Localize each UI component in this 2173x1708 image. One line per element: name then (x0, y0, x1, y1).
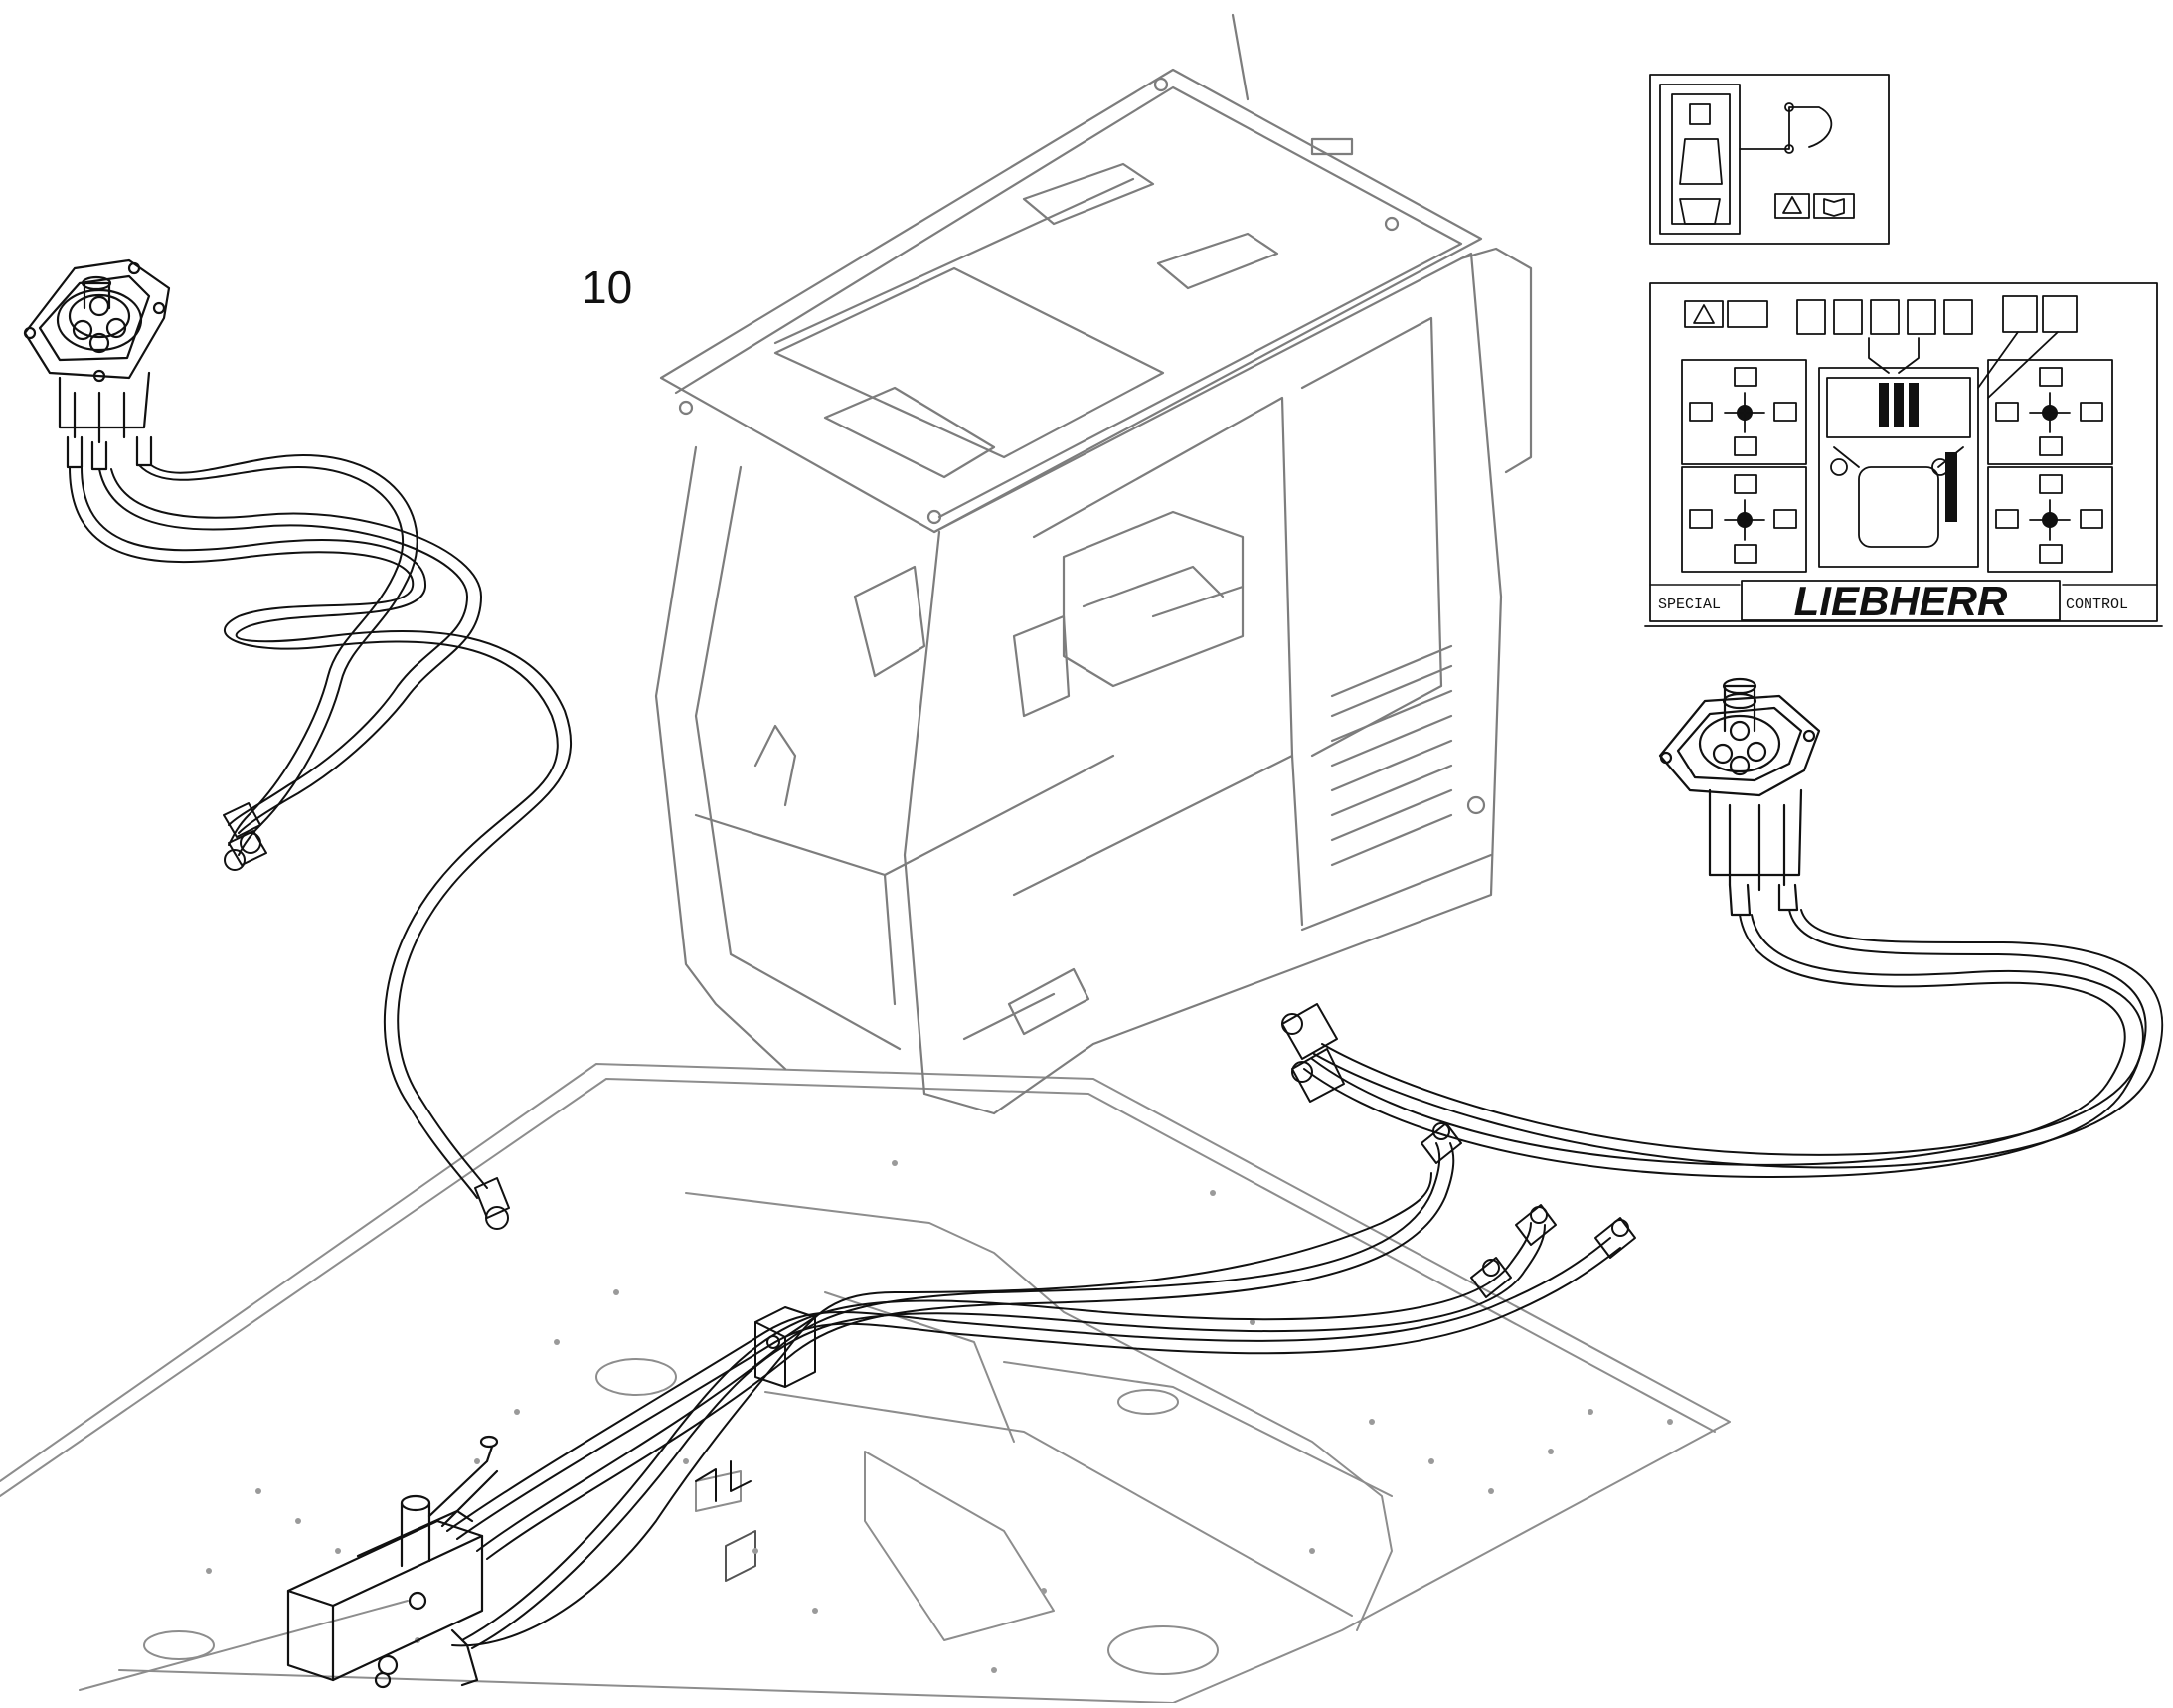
floor-plate (0, 1063, 1731, 1704)
decal-control-pattern (1644, 282, 2163, 627)
hoses-left (69, 454, 572, 1230)
hoses-bottom (446, 1122, 1636, 1649)
decal-left-caption: SPECIAL (1658, 597, 1721, 613)
decal-brand-text: LIEBHERR (1794, 578, 2008, 624)
decal-right-caption: CONTROL (2066, 597, 2128, 613)
joystick-right (1658, 677, 1821, 917)
part-callout-10: 10 (582, 261, 633, 313)
hoses-right (1281, 909, 2164, 1179)
decal-small (1649, 74, 1890, 245)
joystick-left (23, 258, 171, 471)
operator-cab (654, 13, 1533, 1115)
valve-block (286, 1435, 499, 1689)
